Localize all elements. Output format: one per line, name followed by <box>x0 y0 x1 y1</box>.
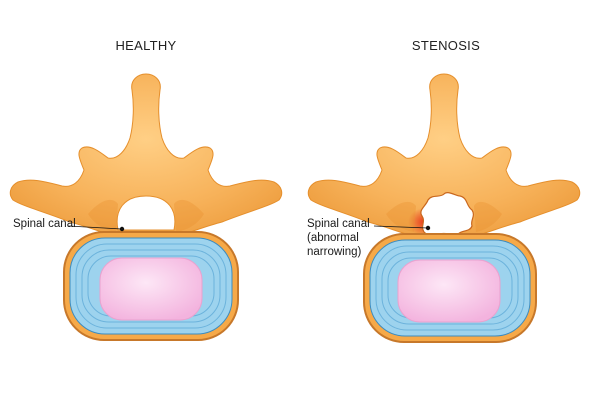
stenosis-label-line2: (abnormal <box>307 232 359 244</box>
stenosis-vertebral-arch <box>307 73 581 238</box>
healthy-arch-shade <box>88 199 118 232</box>
stenosis-label-line3: narrowing) <box>307 246 362 258</box>
healthy-pointer-line <box>67 225 123 230</box>
healthy-nucleus <box>99 257 203 321</box>
healthy-spinal-canal <box>116 195 176 231</box>
healthy-vertebra <box>9 73 283 238</box>
stenosis-vertebra <box>307 73 581 238</box>
stenosis-title: STENOSIS <box>411 38 481 53</box>
healthy-arch-shade-right <box>174 199 204 232</box>
stenosis-arch-shade-right <box>474 201 502 232</box>
healthy-disc <box>63 231 239 341</box>
stenosis-arch-shade <box>386 201 416 232</box>
stenosis-spinal-canal-label: Spinal canal <box>307 218 370 230</box>
stenosis-pointer-line <box>373 225 429 229</box>
stenosis-nucleus <box>397 259 501 323</box>
healthy-title: HEALTHY <box>115 38 177 53</box>
healthy-vertebral-arch <box>9 73 283 238</box>
stenosis-disc <box>363 233 537 343</box>
stenosis-pointer-dot <box>425 225 431 231</box>
healthy-spinal-canal-label: Spinal canal <box>13 218 76 230</box>
healthy-pointer-dot <box>119 226 125 232</box>
